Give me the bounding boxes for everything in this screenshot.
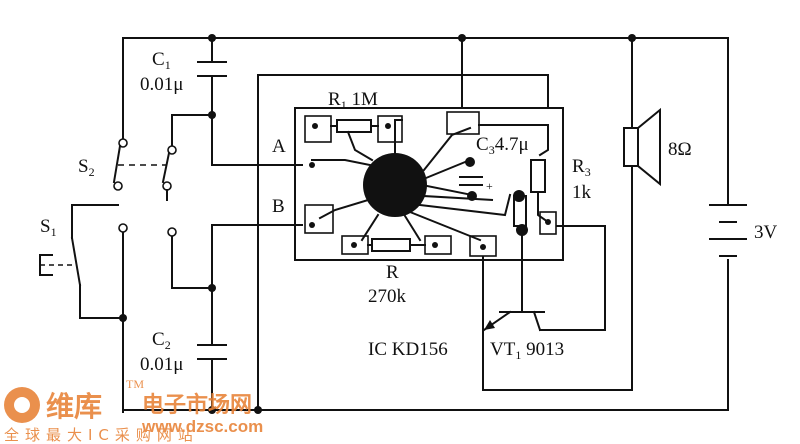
c3-polarity: + [486, 179, 493, 193]
capacitor-c2 [197, 344, 227, 360]
c1-label: C1 [152, 49, 171, 72]
resistor-r1 [336, 119, 372, 133]
top-rail-wire [122, 37, 729, 206]
labels: C1 0.01μ R1 1M C34.7μ R3 1k S2 S1 A B R … [40, 49, 778, 375]
switch-s1 [39, 236, 82, 287]
speaker-icon [623, 107, 661, 187]
s1-bottom-lead [79, 284, 124, 319]
wiring [71, 37, 729, 413]
s2-label: S2 [78, 156, 95, 179]
watermark-logo: 维库 [46, 390, 102, 423]
battery-label: 3V [754, 222, 778, 243]
r3-label: R3 [572, 156, 591, 179]
inner-loop-wire [257, 74, 549, 411]
junction-dot [119, 314, 127, 322]
watermark-url: www.dzsc.com [141, 417, 263, 436]
c1-to-pin-a [211, 75, 303, 166]
s2b-top-lead [171, 114, 213, 147]
resistor-r [371, 238, 411, 252]
c2-label: C2 [152, 329, 171, 352]
ic-chip [363, 153, 427, 217]
capacitor-c3: + [459, 157, 493, 201]
c1-value: 0.01μ [140, 74, 183, 95]
pin-b-to-c2 [211, 224, 303, 346]
junction-dot [208, 284, 216, 292]
pin-a-label: A [272, 136, 286, 157]
speaker-label: 8Ω [668, 139, 692, 160]
junction-dot [208, 111, 216, 119]
ic-label: IC KD156 [368, 339, 448, 360]
resistor-r3 [530, 159, 546, 193]
r-value: 270k [368, 286, 407, 307]
s2b-bottom-lead [171, 235, 213, 289]
junction-dot [458, 34, 466, 42]
junctions [119, 34, 636, 414]
speaker-bottom-lead [482, 165, 633, 391]
pin-b-label: B [272, 196, 285, 217]
r-label: R [386, 262, 399, 283]
c3-label: C34.7μ [476, 134, 529, 157]
battery-icon [709, 204, 747, 257]
s1-top-lead [71, 204, 119, 239]
vt1-label: VT1 9013 [490, 339, 564, 362]
junction-dot [254, 406, 262, 414]
r3-value: 1k [572, 182, 592, 203]
junction-dot [208, 406, 216, 414]
watermark-site: 电子市场网 [142, 392, 252, 418]
watermark-tagline: 全球最大IC采购网站 [4, 426, 199, 444]
capacitor-c1 [197, 61, 227, 77]
watermark-tm: TM [126, 377, 144, 391]
r1-label: R1 1M [328, 89, 378, 112]
transistor-vt1 [482, 264, 545, 332]
ic-board: + [294, 107, 564, 261]
junction-dot [628, 34, 636, 42]
junction-dot [208, 34, 216, 42]
bottom-rail-wire [122, 259, 729, 411]
watermark: 维库 TM 电子市场网 www.dzsc.com 全球最大IC采购网站 [4, 377, 263, 444]
s1-label: S1 [40, 216, 57, 239]
r3-to-vt1-base [539, 225, 606, 331]
switch-s2 [112, 138, 177, 237]
ic-board-outline [294, 107, 564, 261]
c2-value: 0.01μ [140, 354, 183, 375]
